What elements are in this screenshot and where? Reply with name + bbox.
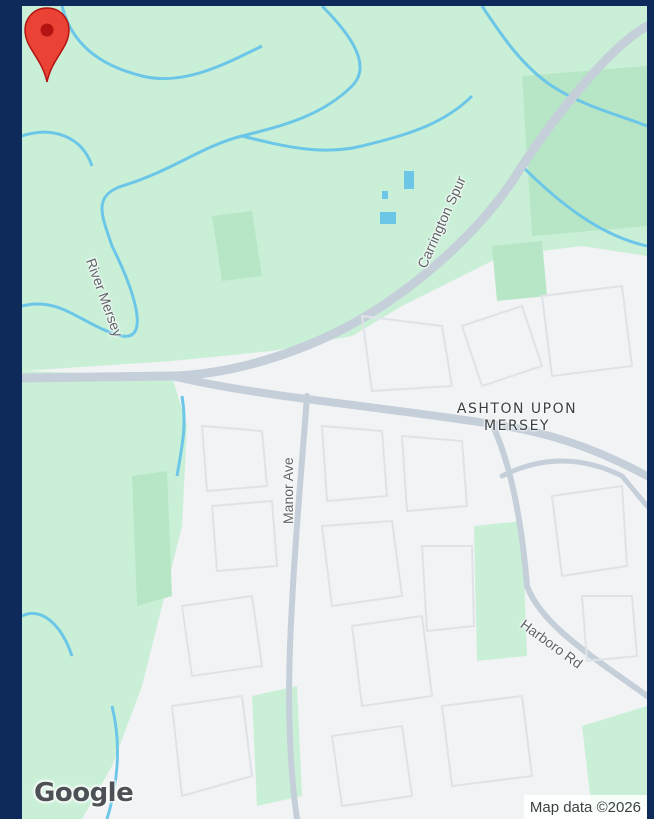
area-label: ASHTON UPON MERSEY bbox=[442, 401, 592, 435]
area-label-line1: ASHTON UPON bbox=[456, 401, 578, 417]
map-view[interactable]: River Mersey Carrington Spur Manor Ave H… bbox=[22, 6, 647, 819]
park-patch-7 bbox=[522, 66, 647, 236]
parkland-north bbox=[22, 6, 647, 371]
park-patch-3 bbox=[132, 471, 172, 606]
minor-streets bbox=[170, 284, 639, 808]
manor-ave-label: Manor Ave bbox=[280, 457, 296, 524]
area-label-line2: MERSEY bbox=[484, 418, 550, 434]
google-logo: Google bbox=[34, 778, 134, 808]
map-canvas[interactable] bbox=[22, 6, 647, 819]
map-pin-icon[interactable] bbox=[22, 6, 72, 84]
map-attribution[interactable]: Map data ©2026 bbox=[523, 795, 647, 819]
river-network bbox=[22, 6, 647, 819]
park-patch-2 bbox=[492, 241, 547, 301]
road-network bbox=[22, 21, 647, 819]
park-patch-6 bbox=[582, 706, 647, 811]
ponds bbox=[380, 171, 414, 224]
park-patch-1 bbox=[212, 211, 262, 281]
park-patch-4 bbox=[474, 521, 527, 661]
